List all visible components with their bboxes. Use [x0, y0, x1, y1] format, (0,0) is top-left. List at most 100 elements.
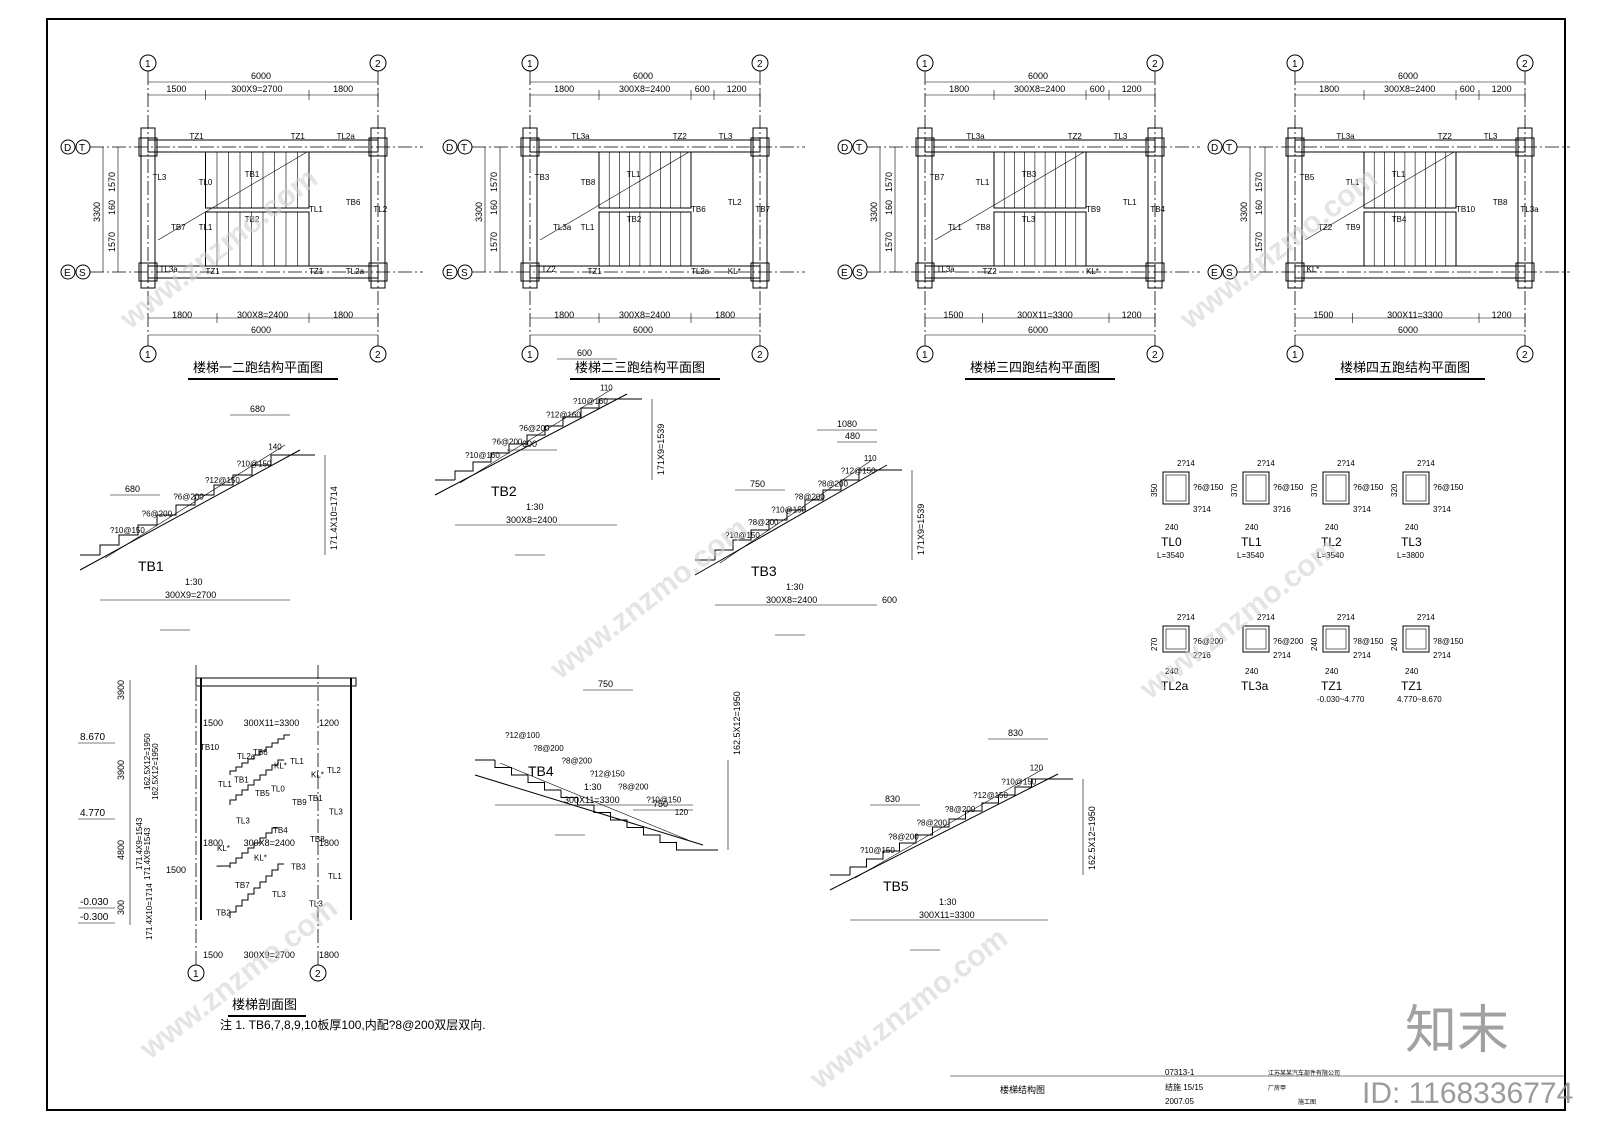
axis-label: E: [64, 268, 71, 279]
axis-label: 2: [757, 350, 763, 361]
flight-name: TB3: [751, 563, 777, 579]
dim-label: 1200: [1122, 310, 1142, 320]
dim-label: 160: [107, 200, 117, 215]
level-label: -0.030: [80, 897, 109, 908]
rebar-label: ?10@150: [110, 526, 145, 535]
dim-label: 171.4X9=1543: [143, 827, 152, 880]
sheet-number: 结施 15/15: [1165, 1082, 1204, 1092]
section-length: -0.030~4.770: [1317, 695, 1365, 704]
beam: [147, 139, 379, 153]
section-length: L=3540: [1317, 551, 1344, 560]
rebar-label: ?6@150: [1193, 483, 1224, 492]
member-label: TL3: [1022, 215, 1036, 224]
section-outline: [1322, 471, 1350, 505]
member-label: TB6: [253, 748, 268, 757]
scale-label: 1:30: [584, 782, 602, 792]
member-label: TL1: [1392, 170, 1406, 179]
member-label: TL2a: [337, 132, 356, 141]
axis-label: 1: [527, 350, 533, 361]
rebar-label: 120: [1030, 764, 1044, 773]
axis-bubble: [187, 964, 205, 982]
stair-profile: [229, 827, 278, 868]
rebar-label: ?8@200: [818, 480, 849, 489]
dim-label: 300X11=3300: [1387, 310, 1443, 320]
dim-label: 1570: [1254, 172, 1264, 192]
rebar-label: ?8@200: [945, 805, 976, 814]
member-label: TB3: [535, 173, 550, 182]
dim-label: 1570: [1254, 232, 1264, 252]
dim-label: 300X11=3300: [244, 718, 300, 728]
dim-label: 1800: [949, 84, 969, 94]
dim-label: 1570: [884, 232, 894, 252]
scale-label: 1:30: [786, 582, 804, 592]
watermark-id: ID: 1168336774: [1362, 1077, 1573, 1110]
section-length: 4.770~8.670: [1397, 695, 1442, 704]
axis-bubble: [1207, 264, 1223, 280]
drawing-date: 2007.05: [1165, 1097, 1194, 1106]
member-label: TL2a: [237, 752, 256, 761]
column: [368, 262, 388, 282]
member-label: TB7: [235, 881, 250, 890]
member-label: TB6: [346, 198, 361, 207]
rebar-label: ?10@150: [860, 846, 895, 855]
section-outline: [1402, 625, 1430, 653]
column: [368, 137, 388, 157]
member-label: TL1: [1346, 178, 1360, 187]
rebar-label: ?12@150: [590, 770, 625, 779]
member-label: KL*: [1086, 267, 1099, 276]
rebar-label: 140: [268, 443, 282, 452]
dim-label: 600: [577, 348, 592, 358]
section-outline: [1242, 625, 1270, 653]
dim-label: 1500: [166, 865, 186, 875]
flight-name: TB1: [138, 558, 164, 574]
axis-label: T: [1226, 143, 1232, 154]
rebar-label: ?12@150: [841, 467, 876, 476]
column: [1145, 137, 1165, 157]
rebar-label: 110: [864, 454, 877, 463]
rebar-label: 2?14: [1177, 613, 1195, 622]
member-label: TB2: [627, 215, 642, 224]
stair-profile: [229, 734, 290, 775]
column: [520, 137, 540, 157]
member-label: TL1: [581, 223, 595, 232]
dim-label: 750: [598, 679, 613, 689]
member-label: KL*: [728, 267, 741, 276]
member-label: TB7: [755, 205, 770, 214]
rebar-label: ?10@160: [465, 451, 500, 460]
member-label: TB10: [200, 743, 220, 752]
dim-label: 1570: [489, 172, 499, 192]
stair-flight: [1363, 211, 1457, 267]
member-label: TL1: [199, 223, 213, 232]
member-label: TZ1: [291, 132, 306, 141]
rebar-label: 2?14: [1273, 651, 1291, 660]
rebar-label: 110: [600, 384, 613, 393]
level-label: -0.300: [80, 912, 109, 923]
axis-label: 1: [193, 969, 199, 980]
wall: [370, 127, 386, 289]
axis-label: 2: [315, 969, 321, 980]
axis-bubble: [442, 264, 458, 280]
dim-label: 171X9=1539: [916, 504, 926, 555]
member-label: TB8: [310, 835, 325, 844]
axis-label: E: [446, 268, 453, 279]
stirrup: [1245, 628, 1267, 650]
rebar-label: ?8@200: [794, 492, 825, 501]
rebar-label: 2?14: [1257, 613, 1275, 622]
section-name: TL1: [1241, 535, 1262, 549]
dim-label: 3300: [869, 202, 879, 222]
section-name: TL3a: [1241, 679, 1269, 693]
stirrup: [1405, 474, 1427, 502]
rebar-label: ?8@150: [1433, 637, 1464, 646]
dim-label: 3300: [92, 202, 102, 222]
member-label: TL3: [272, 890, 286, 899]
dim-label: 600: [882, 595, 897, 605]
dim-label: 171.4X10=1714: [329, 486, 339, 550]
elevation-title: 楼梯剖面图: [232, 997, 297, 1012]
rebar-label: ?6@200: [1193, 637, 1224, 646]
dim-label: 300X8=2400: [506, 515, 557, 525]
axis-label: T: [856, 143, 862, 154]
